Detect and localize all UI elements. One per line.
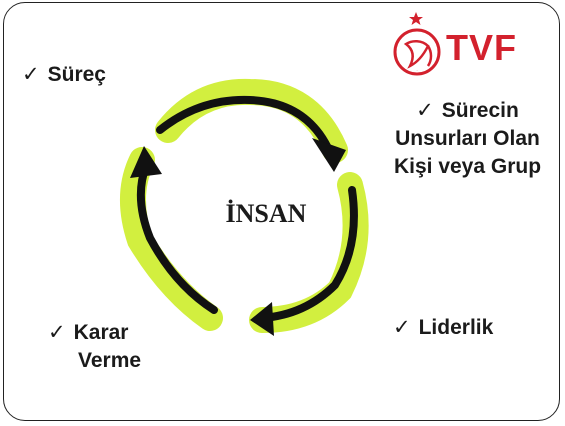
node-karar-line-1: Karar	[73, 321, 129, 344]
arrow-top	[156, 95, 332, 152]
node-liderlik: ✓ Liderlik	[393, 313, 493, 342]
node-surecin-line-2: Unsurları Olan	[395, 127, 540, 150]
node-karar-line-2: Verme	[78, 349, 142, 372]
tvf-logo: · TVF	[392, 10, 562, 82]
arrowhead-left	[130, 146, 162, 178]
node-surecin-unsurlari: ✓ Sürecin Unsurları Olan Kişi veya Grup	[380, 96, 555, 181]
node-karar-verme: ✓ Karar Verme	[48, 318, 141, 375]
node-surec: ✓ Süreç	[22, 60, 106, 89]
arrow-right	[258, 186, 358, 322]
check-icon: ✓	[393, 315, 411, 339]
check-icon: ✓	[22, 62, 40, 86]
svg-text:·: ·	[416, 68, 417, 73]
arrowhead-top	[312, 138, 346, 172]
slide-frame	[3, 2, 560, 421]
node-surecin-line-1: Sürecin	[441, 99, 519, 122]
arrowhead-right	[250, 302, 274, 336]
node-liderlik-label: Liderlik	[418, 316, 494, 339]
center-label: İNSAN	[225, 199, 307, 228]
arrow-left	[136, 162, 218, 314]
node-surecin-line-3: Kişi veya Grup	[393, 155, 542, 178]
check-icon: ✓	[416, 98, 434, 122]
check-icon: ✓	[48, 320, 66, 344]
logo-text: TVF	[446, 27, 517, 68]
node-surec-label: Süreç	[47, 63, 106, 86]
volleyball-emblem-icon: ·	[393, 12, 441, 76]
